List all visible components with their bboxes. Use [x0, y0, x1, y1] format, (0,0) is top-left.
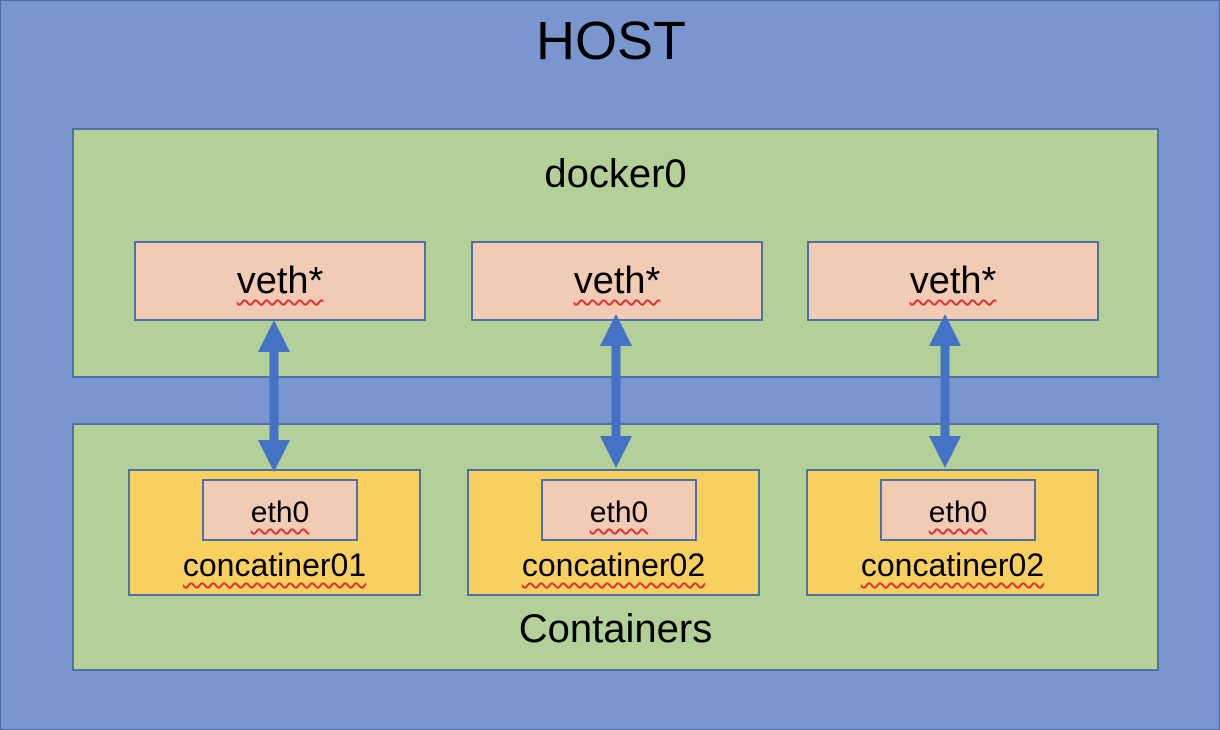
eth0-label-1: eth0: [250, 496, 310, 529]
veth-interface-3: veth*: [807, 241, 1099, 321]
eth0-label-3: eth0: [928, 496, 988, 529]
container-2: eth0 concatiner02: [467, 469, 760, 596]
container-name-1: concatiner01: [182, 547, 367, 583]
container-3: eth0 concatiner02: [806, 469, 1099, 596]
host-title: HOST: [535, 11, 686, 71]
veth-interface-1: veth*: [134, 241, 426, 321]
container-name-2: concatiner02: [521, 547, 706, 583]
bridge-title: docker0: [544, 152, 687, 196]
eth0-interface-1: eth0: [202, 479, 358, 541]
veth-interface-2: veth*: [471, 241, 763, 321]
containers-group: eth0 concatiner01 eth0 concatiner02 eth0…: [72, 423, 1159, 671]
eth0-interface-2: eth0: [541, 479, 697, 541]
veth-label-1: veth*: [236, 260, 324, 302]
eth0-label-2: eth0: [589, 496, 649, 529]
veth-label-3: veth*: [909, 260, 997, 302]
container-1: eth0 concatiner01: [128, 469, 421, 596]
docker0-bridge: docker0 veth* veth* veth*: [72, 128, 1159, 378]
veth-label-2: veth*: [573, 260, 661, 302]
container-name-3: concatiner02: [860, 547, 1045, 583]
eth0-interface-3: eth0: [880, 479, 1036, 541]
containers-title: Containers: [518, 607, 713, 651]
